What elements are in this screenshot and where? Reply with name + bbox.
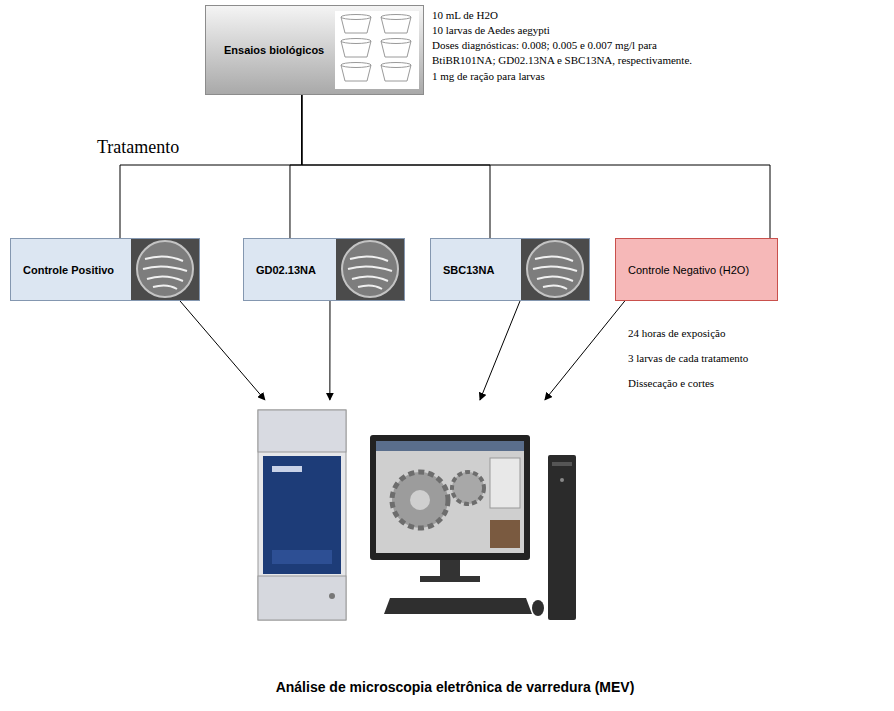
note-text: 24 horas de exposição — [628, 326, 725, 341]
node-text: Controle Positivo — [23, 264, 114, 276]
petri-dish-photo — [521, 239, 589, 300]
treatment-box: Controle Positivo — [10, 238, 200, 301]
note-text: 3 larvas de cada tratamento — [628, 351, 748, 366]
treatment-box: GD02.13NA — [243, 238, 405, 301]
note-text: Doses diagnósticas: 0.008; 0.005 e 0.007… — [432, 38, 694, 68]
note-text: 10 mL de H2O — [432, 8, 498, 23]
connector — [290, 95, 302, 238]
connector — [180, 301, 265, 400]
connector — [302, 95, 770, 238]
connector — [120, 95, 302, 238]
note-text: 1 mg de ração para larvas — [432, 69, 545, 84]
petri-dish-photo — [336, 239, 404, 300]
note-text: 10 larvas de Aedes aegypti — [432, 23, 550, 38]
process-box: Ensaios biológicos — [205, 5, 424, 95]
cups-illustration — [335, 11, 419, 89]
connector — [545, 301, 625, 400]
node-text: GD02.13NA — [256, 264, 316, 276]
figure-panel: Análise de microscopia eletrônica de var… — [240, 400, 670, 705]
treatment-box: SBC13NA — [430, 238, 590, 301]
microscope-computer-illustration — [240, 400, 670, 640]
connector — [302, 95, 490, 238]
connector — [329, 301, 330, 400]
note-text: Dissecação e cortes — [628, 376, 714, 391]
node-text: Ensaios biológicos — [224, 44, 324, 56]
node-text: Controle Negativo (H2O) — [628, 264, 749, 276]
control-box: Controle Negativo (H2O) — [615, 238, 778, 301]
petri-dish-photo — [131, 239, 199, 300]
node-text: Análise de microscopia eletrônica de var… — [276, 679, 635, 695]
connector — [480, 301, 520, 400]
section-label: Tratamento — [97, 137, 179, 158]
node-text: SBC13NA — [443, 264, 494, 276]
